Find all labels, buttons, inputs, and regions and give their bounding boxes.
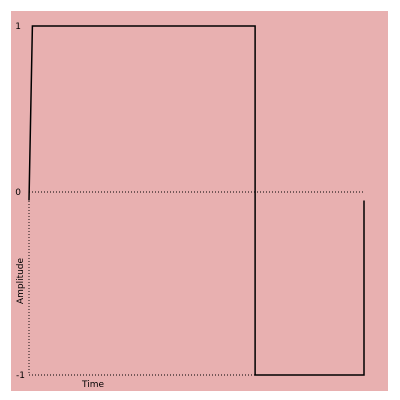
ytick-label-minus-1: -1 <box>16 371 25 381</box>
y-axis-label: Amplitude <box>16 257 26 304</box>
series-line-square-wave <box>28 25 365 376</box>
x-axis-label: Time <box>81 380 104 390</box>
ytick-label-0: 0 <box>15 188 21 198</box>
plot-background <box>11 11 388 391</box>
ytick-label-1: 1 <box>15 22 21 32</box>
